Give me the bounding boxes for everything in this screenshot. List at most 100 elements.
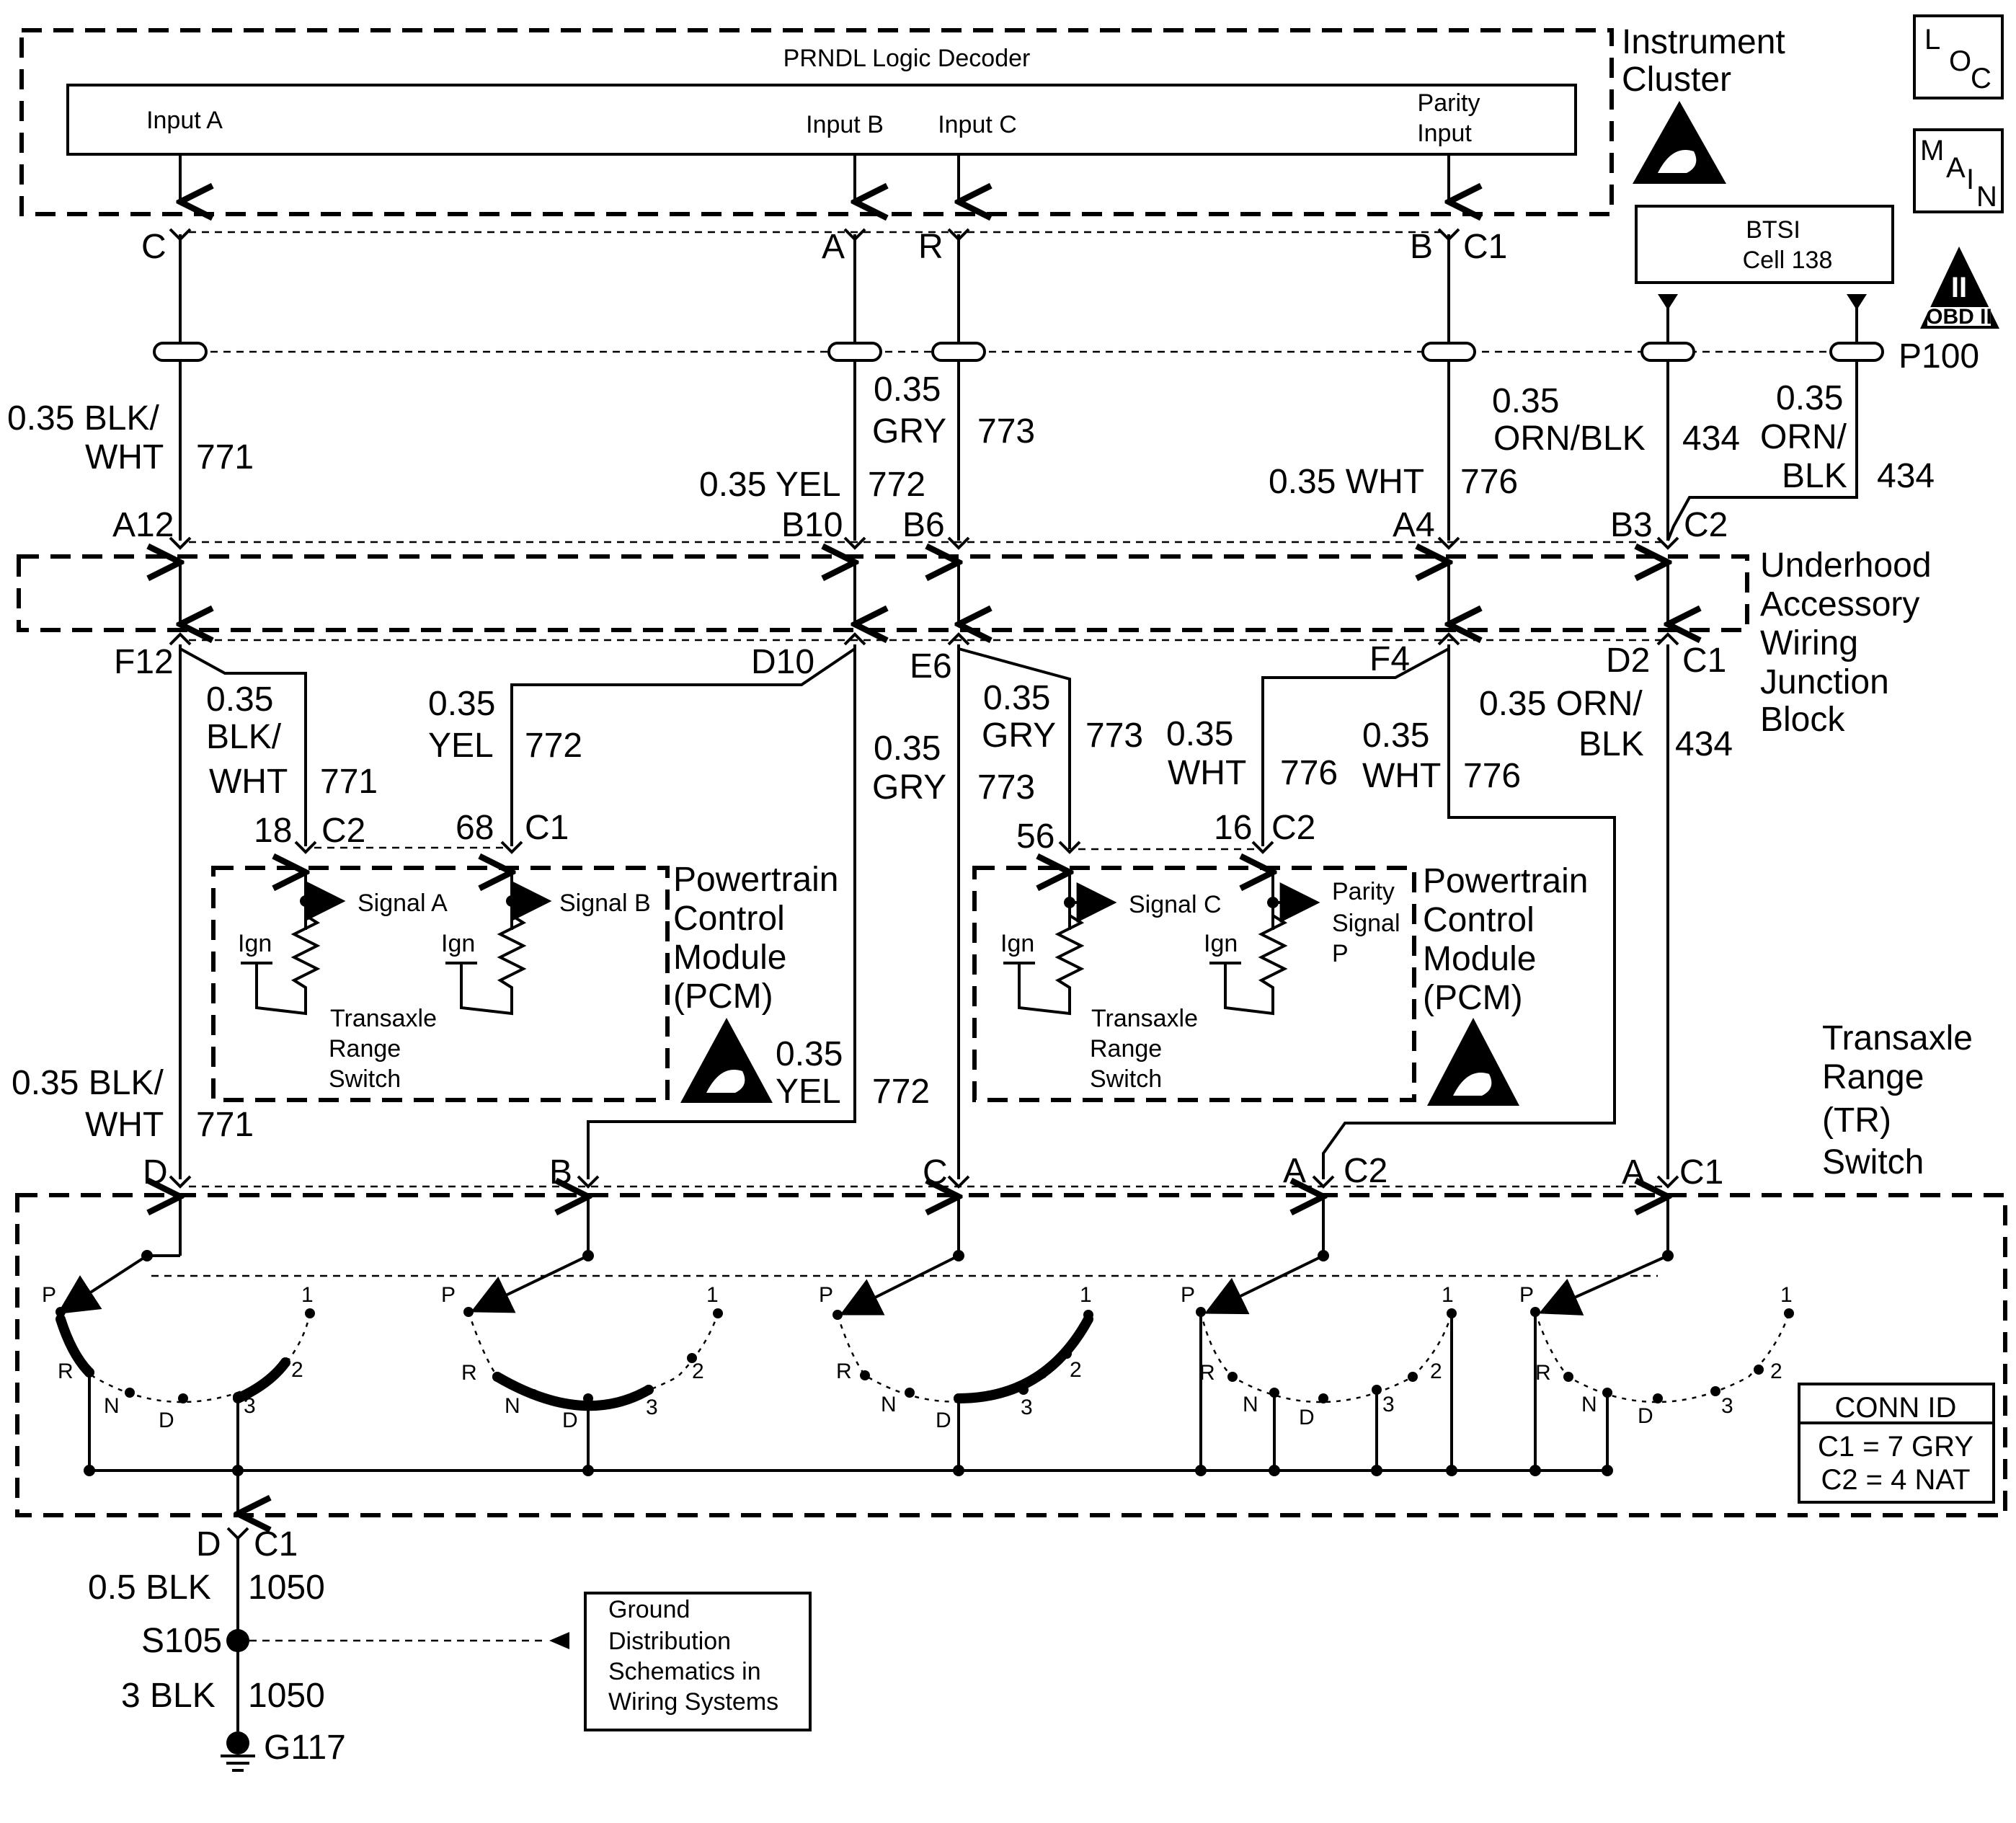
svg-text:0.35: 0.35 — [874, 371, 941, 409]
cluster-label-1: Instrument — [1622, 23, 1785, 61]
svg-text:YEL: YEL — [428, 727, 494, 765]
pcm-right: 56 16 C2 Signal C Parity Signal P Ign Ig… — [972, 809, 1588, 1106]
svg-text:0.35: 0.35 — [206, 680, 273, 719]
input-c-label: Input C — [938, 111, 1017, 138]
instrument-cluster: PRNDL Logic Decoder Input A Input B Inpu… — [19, 23, 1785, 216]
upper-wire-labels: 0.35 BLK/ WHT 771 0.35 YEL 772 0.35 GRY … — [7, 371, 1935, 504]
svg-text:GRY: GRY — [872, 412, 946, 451]
esd-warning-icon — [1633, 101, 1726, 184]
svg-text:WHT: WHT — [1362, 757, 1441, 795]
svg-text:Control: Control — [1423, 901, 1535, 939]
svg-text:0.5 BLK: 0.5 BLK — [88, 1569, 211, 1607]
main-icon: M A I N — [1913, 128, 2004, 213]
svg-text:N: N — [104, 1394, 120, 1418]
svg-text:Module: Module — [1423, 940, 1536, 978]
pin-r: R — [918, 228, 943, 266]
svg-text:GRY: GRY — [982, 717, 1056, 755]
svg-text:3: 3 — [1382, 1393, 1395, 1416]
svg-text:0.35 YEL: 0.35 YEL — [699, 466, 841, 504]
svg-text:D10: D10 — [751, 643, 814, 681]
svg-text:1: 1 — [1442, 1283, 1454, 1307]
p100-connector: P100 — [153, 337, 1979, 376]
svg-text:2: 2 — [692, 1360, 704, 1383]
svg-text:G117: G117 — [264, 1729, 346, 1767]
svg-text:C2: C2 — [1684, 506, 1728, 544]
svg-text:WHT: WHT — [85, 1106, 164, 1144]
svg-text:771: 771 — [196, 438, 254, 476]
svg-text:56: 56 — [1016, 817, 1054, 856]
svg-text:WHT: WHT — [1168, 754, 1246, 792]
svg-text:773: 773 — [977, 412, 1035, 451]
instrument-cluster-boundary — [19, 28, 1614, 216]
svg-text:Signal: Signal — [1332, 910, 1400, 937]
svg-text:A: A — [1946, 152, 1966, 184]
svg-text:C: C — [1971, 63, 1991, 94]
svg-text:Wiring Systems: Wiring Systems — [608, 1688, 778, 1716]
svg-text:A12: A12 — [112, 506, 174, 544]
loc-icon: L O C — [1913, 14, 2004, 99]
svg-text:Control: Control — [673, 900, 785, 938]
svg-text:1: 1 — [1780, 1283, 1793, 1307]
cluster-connector-pins: C A R B C1 — [141, 228, 1507, 266]
ground-circuit: D C1 0.5 BLK 1050 S105 3 BLK 1050 G117 G… — [88, 1471, 812, 1772]
svg-text:C1 = 7 GRY: C1 = 7 GRY — [1818, 1431, 1973, 1463]
svg-text:D: D — [562, 1409, 578, 1432]
svg-text:Ign: Ign — [1204, 930, 1238, 957]
svg-text:N: N — [505, 1394, 520, 1418]
svg-text:R: R — [1535, 1361, 1551, 1385]
parity-input-label-1: Parity — [1418, 89, 1480, 117]
svg-text:Switch: Switch — [1090, 1065, 1162, 1093]
svg-text:A: A — [1622, 1153, 1645, 1192]
svg-text:Module: Module — [673, 939, 786, 977]
svg-text:B10: B10 — [781, 506, 843, 544]
svg-text:C: C — [923, 1153, 948, 1192]
svg-text:D: D — [143, 1153, 168, 1192]
svg-text:771: 771 — [196, 1106, 254, 1144]
svg-text:C2: C2 — [1344, 1152, 1387, 1190]
pcm-left: 18 C2 68 C1 Signal A Signal B Ign Ign Tr… — [211, 809, 838, 1103]
decoder-title: PRNDL Logic Decoder — [783, 45, 1031, 72]
cluster-label-2: Cluster — [1622, 61, 1731, 99]
svg-text:L: L — [1924, 24, 1940, 56]
svg-text:A: A — [1283, 1152, 1306, 1190]
svg-text:0.35: 0.35 — [1492, 382, 1559, 420]
svg-text:3: 3 — [646, 1396, 658, 1419]
svg-text:0.35 BLK/: 0.35 BLK/ — [7, 399, 159, 438]
svg-text:D: D — [936, 1409, 951, 1432]
svg-text:Accessory: Accessory — [1760, 585, 1919, 624]
lower-wire-labels: 0.35 BLK/ WHT 771 0.35 YEL 772 — [12, 1035, 930, 1144]
svg-text:Ign: Ign — [238, 930, 272, 957]
svg-text:WHT: WHT — [209, 763, 288, 801]
svg-text:Wiring: Wiring — [1760, 624, 1858, 662]
obd-ii-icon: II OBD II — [1920, 247, 1999, 329]
svg-text:BLK: BLK — [1782, 457, 1847, 495]
svg-text:D: D — [1299, 1406, 1315, 1429]
svg-text:0.35: 0.35 — [983, 679, 1050, 717]
svg-text:2: 2 — [1070, 1358, 1082, 1382]
svg-text:3: 3 — [244, 1394, 256, 1418]
svg-text:N: N — [881, 1393, 897, 1416]
svg-text:Junction: Junction — [1760, 663, 1889, 701]
svg-text:Range: Range — [1090, 1035, 1162, 1063]
svg-text:N: N — [1243, 1393, 1258, 1416]
svg-text:BTSI: BTSI — [1746, 216, 1800, 244]
svg-text:776: 776 — [1463, 757, 1521, 795]
svg-text:0.35 BLK/: 0.35 BLK/ — [12, 1064, 164, 1102]
svg-text:1050: 1050 — [248, 1569, 325, 1607]
svg-text:P: P — [1181, 1283, 1195, 1307]
svg-text:Signal C: Signal C — [1129, 891, 1222, 918]
svg-text:C2 = 4 NAT: C2 = 4 NAT — [1821, 1464, 1970, 1496]
svg-text:P: P — [819, 1283, 833, 1307]
svg-text:Parity: Parity — [1332, 878, 1395, 905]
svg-text:Range: Range — [329, 1035, 401, 1063]
svg-text:773: 773 — [977, 768, 1035, 807]
svg-text:R: R — [836, 1360, 852, 1383]
svg-text:OBD II: OBD II — [1926, 305, 1992, 329]
svg-text:BLK/: BLK/ — [206, 718, 282, 756]
svg-text:ORN/: ORN/ — [1760, 418, 1847, 456]
svg-text:0.35: 0.35 — [776, 1035, 843, 1073]
svg-text:D: D — [196, 1525, 221, 1563]
conn-id-box: CONN ID C1 = 7 GRY C2 = 4 NAT — [1798, 1383, 1995, 1504]
svg-text:2: 2 — [291, 1358, 303, 1382]
